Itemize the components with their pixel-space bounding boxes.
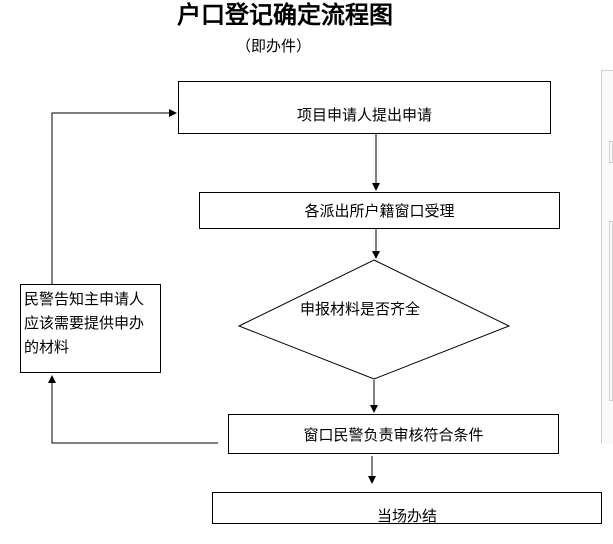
- decision-diamond: [237, 259, 511, 380]
- arrow-note-to-apply: [51, 109, 177, 284]
- step-review-box: 窗口民警负责审核符合条件: [228, 414, 559, 454]
- step-accept-box: 各派出所户籍窗口受理: [199, 192, 560, 229]
- step-done-label: 当场办结: [376, 506, 437, 525]
- step-apply-box: 项目申请人提出申请: [178, 81, 551, 134]
- step-accept-label: 各派出所户籍窗口受理: [304, 202, 455, 220]
- cropped-panel-field: [609, 221, 613, 401]
- feedback-note-line3: 的材料: [24, 338, 70, 356]
- chart-subtitle: （即办件）: [236, 37, 312, 55]
- feedback-note-box: 民警告知主申请人 应该需要提供申办 的材料: [20, 284, 161, 373]
- feedback-note-line2: 应该需要提供申办: [24, 314, 145, 332]
- cropped-side-panel: [601, 70, 613, 444]
- cropped-panel-field: [609, 141, 613, 163]
- arrow-review-to-note: [48, 375, 218, 444]
- chart-title: 户口登记确定流程图: [177, 1, 393, 29]
- feedback-note-line1: 民警告知主申请人: [24, 290, 145, 308]
- step-apply-label: 项目申请人提出申请: [296, 106, 432, 124]
- step-done-box: 当场办结: [212, 492, 602, 525]
- step-review-label: 窗口民警负责审核符合条件: [303, 425, 484, 444]
- decision-label: 申报材料是否齐全: [300, 300, 421, 318]
